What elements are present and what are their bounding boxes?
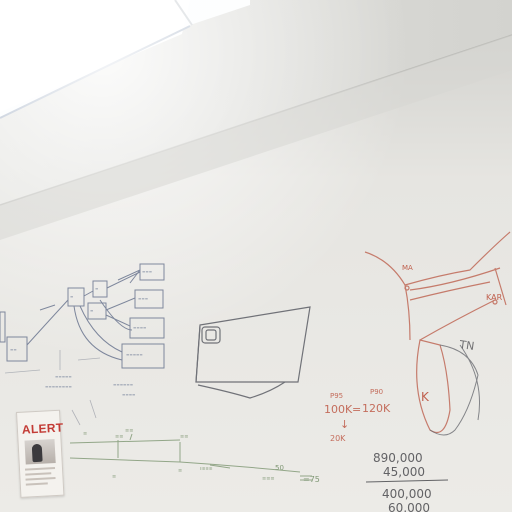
svg-text:≡≡≡≡≡: ≡≡≡≡≡ — [126, 352, 143, 357]
svg-text:≡≡≡≡: ≡≡≡≡ — [133, 325, 146, 330]
down-arrow: ↓ — [340, 418, 349, 431]
poster-text-line — [24, 467, 56, 471]
diagram-box — [87, 302, 107, 320]
relation-sign: = — [352, 403, 361, 416]
svg-text:≡≡: ≡≡ — [10, 347, 17, 352]
p95-label: P95 — [330, 392, 343, 400]
svg-text:≡: ≡ — [90, 308, 93, 313]
poster-text-line — [25, 472, 52, 476]
svg-text:≡≡≡≡: ≡≡≡≡ — [122, 392, 135, 397]
map-label-top: MA — [402, 264, 413, 272]
svg-text:≡≡≡≡≡≡: ≡≡≡≡≡≡ — [113, 382, 133, 387]
svg-text:≡≡: ≡≡ — [115, 434, 123, 440]
p90-label: P90 — [370, 388, 383, 396]
math-line-2: 45,000 — [383, 465, 425, 479]
svg-text:≡≡≡: ≡≡≡ — [262, 476, 275, 482]
poster-text-line — [25, 477, 56, 481]
svg-text:≡: ≡ — [178, 468, 182, 474]
timeline-equals: =75 — [303, 475, 320, 484]
svg-text:≡≡≡≡≡: ≡≡≡≡≡ — [55, 374, 72, 379]
svg-text:≡≡≡≡≡≡≡≡: ≡≡≡≡≡≡≡≡ — [45, 384, 72, 389]
math-line-3: 400,000 — [382, 487, 432, 501]
diagram-box — [134, 289, 164, 309]
math-line-1: 890,000 — [373, 451, 423, 465]
map-label-region: K — [421, 390, 430, 404]
svg-text:≡: ≡ — [95, 286, 98, 291]
alert-poster: ALERT — [16, 409, 65, 498]
svg-text:≡: ≡ — [70, 294, 73, 299]
svg-text:≡≡: ≡≡ — [180, 434, 188, 440]
poster-text-line — [25, 482, 48, 486]
diagram-box — [129, 317, 165, 339]
svg-text:≡: ≡ — [83, 431, 87, 437]
map-label-right: KAR — [486, 293, 503, 302]
timeline-value: 50 — [275, 464, 284, 472]
diagram-box — [6, 336, 28, 362]
math-line-4: 60,000 — [388, 501, 430, 512]
svg-text:≡: ≡ — [112, 474, 116, 480]
svg-text:≡≡: ≡≡ — [125, 428, 133, 434]
p90-amount: 120K — [362, 402, 391, 415]
diagram-box — [121, 343, 165, 369]
svg-text:ııııııııı: ııııııııı — [200, 466, 213, 472]
svg-text:≡≡≡: ≡≡≡ — [138, 296, 148, 301]
poster-title: ALERT — [21, 420, 64, 437]
poster-person-figure — [31, 443, 43, 463]
diagram-box — [92, 280, 108, 298]
difference-amount: 20K — [330, 434, 346, 443]
svg-text:≡≡≡: ≡≡≡ — [142, 269, 152, 274]
diagram-box — [67, 287, 85, 307]
map-label-state: TN — [458, 338, 476, 353]
p95-amount: 100K — [324, 403, 353, 416]
